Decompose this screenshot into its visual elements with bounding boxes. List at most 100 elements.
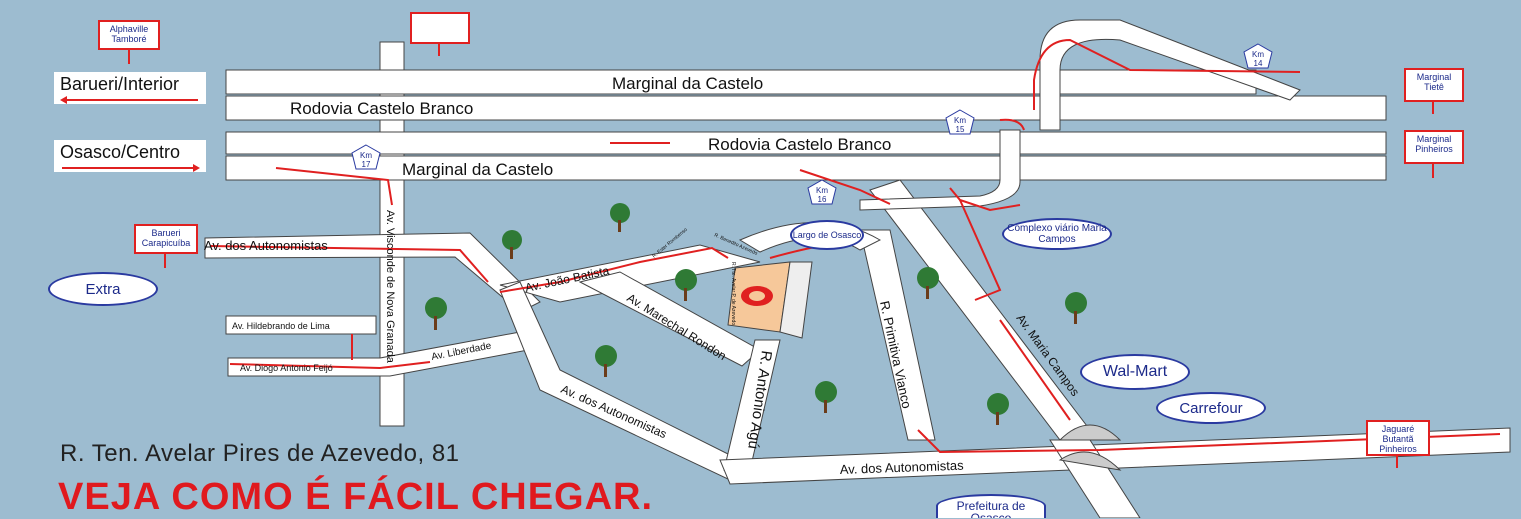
label-rodovia-top: Rodovia Castelo Branco (290, 99, 473, 118)
svg-text:Km: Km (360, 151, 372, 160)
sign-post (1432, 164, 1434, 178)
svg-text:17: 17 (362, 160, 371, 169)
sign-jaguare: Jaguaré Butantã Pinheiros (1366, 420, 1430, 456)
route-a (275, 167, 393, 206)
label-av-visconde: Av. Visconde de Nova Granada (384, 210, 396, 364)
place-complexo: Complexo viário Maria Campos (1002, 218, 1112, 250)
km-marker-16: Km 16 (807, 179, 837, 205)
sign-alphaville: Alphaville Tamboré (98, 20, 160, 50)
road-ramp-top-right (1039, 19, 1301, 131)
label-av-hildebrando: Av. Hildebrando de Lima (232, 321, 330, 331)
road-av-autonomistas-diag (499, 281, 741, 481)
svg-text:14: 14 (1254, 59, 1263, 68)
place-walmart-text: Wal-Mart (1102, 363, 1168, 380)
address-text: R. Ten. Avelar Pires de Azevedo, 81 (60, 440, 460, 467)
road-av-joao-batista (499, 244, 761, 303)
svg-text:Km: Km (816, 186, 828, 195)
sign-alphaville-text: Alphaville Tamboré (109, 24, 149, 44)
tree-icon (610, 203, 630, 232)
km-marker-17: Km 17 (351, 144, 381, 170)
label-av-autonomistas-diag: Av. dos Autonomistas (559, 382, 669, 441)
dest-osasco-text: Osasco/Centro (60, 142, 181, 162)
route-f (949, 187, 1021, 212)
sign-marginal-tiete-text: Marginal Tietê (1416, 72, 1452, 92)
dotted-lot (779, 261, 813, 339)
bridge-arch-bottom (1058, 451, 1122, 471)
tree-icon (917, 267, 939, 299)
label-marginal-bottom: Marginal da Castelo (402, 160, 553, 179)
sign-post (1432, 102, 1434, 114)
place-walmart: Wal-Mart (1080, 354, 1190, 390)
svg-text:Km: Km (1252, 50, 1264, 59)
road-rodovia-top (225, 95, 1387, 121)
place-prefeitura: Prefeitura de Osasco (936, 494, 1046, 518)
place-largo-osasco: Largo de Osasco (790, 220, 864, 250)
place-extra: Extra (48, 272, 158, 306)
road-marginal-bottom (225, 155, 1387, 181)
arrow-right-icon (62, 164, 200, 172)
route-k (1033, 38, 1301, 110)
route-h (959, 199, 1002, 301)
road-rodovia-mid (225, 131, 1387, 155)
sign-post (1396, 456, 1398, 468)
route-i (999, 319, 1071, 421)
headline-text: VEJA COMO É FÁCIL CHEGAR. (58, 476, 654, 518)
road-marginal-top (225, 69, 1257, 95)
route-j (917, 429, 1501, 454)
route-c (229, 361, 431, 370)
bridge (1058, 424, 1122, 471)
tree-icon (425, 297, 447, 330)
road-av-hildebrando (225, 315, 377, 335)
sign-marginal-tiete: Marginal Tietê (1404, 68, 1464, 102)
tree-icon (675, 269, 697, 301)
tree-icon (595, 345, 617, 377)
sign-barueri-text: Barueri Carapicuíba (141, 228, 191, 248)
dest-barueri-text: Barueri/Interior (60, 74, 180, 94)
tree-icon (987, 393, 1009, 425)
roads (204, 19, 1511, 518)
svg-text:15: 15 (956, 125, 965, 134)
arrow-left-icon (60, 96, 198, 104)
sign-post (164, 254, 166, 268)
place-extra-text: Extra (85, 280, 121, 298)
tree-icon (815, 381, 837, 413)
tree-icon (1065, 292, 1087, 324)
km-marker-14: Km 14 (1243, 43, 1273, 69)
label-r-ten-avelar: R. Tte. Avelar P. de Azevedo (730, 262, 736, 325)
trees (425, 203, 1087, 425)
destination-block (727, 261, 813, 339)
sign-barueri-carapicuiba: Barueri Carapicuíba (134, 224, 198, 254)
sign-jaguare-text: Jaguaré Butantã Pinheiros (1379, 424, 1417, 454)
place-carrefour: Carrefour (1156, 392, 1266, 424)
label-av-autonomistas-left: Av. dos Autonomistas (204, 238, 328, 253)
place-complexo-text: Complexo viário Maria Campos (1007, 223, 1107, 245)
route-b (209, 245, 489, 283)
km-markers: Km 14 Km 15 Km 17 Km 16 (351, 43, 1273, 205)
label-av-autonomistas-bottom: Av. dos Autonomistas (840, 458, 965, 477)
destination-logo-inner (749, 291, 765, 301)
route-e (799, 169, 891, 205)
dest-osasco-centro: Osasco/Centro (54, 140, 206, 172)
sign-post (128, 50, 130, 64)
km-marker-15: Km 15 (945, 109, 975, 135)
route-lines (209, 38, 1501, 454)
road-r-primitiva (859, 229, 936, 441)
svg-text:16: 16 (818, 195, 827, 204)
bridge-arch-top (1058, 424, 1122, 441)
place-largo-text: Largo de Osasco (792, 230, 862, 240)
sign-marginal-pinheiros-text: Marginal Pinheiros (1415, 134, 1453, 154)
label-marginal-top: Marginal da Castelo (612, 74, 763, 93)
dest-barueri-interior: Barueri/Interior (54, 72, 206, 104)
route-l (999, 118, 1025, 131)
place-prefeitura-text: Prefeitura de Osasco (956, 499, 1026, 518)
svg-text:Km: Km (954, 116, 966, 125)
sign-post (438, 44, 440, 56)
label-rodovia-mid: Rodovia Castelo Branco (708, 135, 891, 154)
label-av-diogo: Av. Diogo Antonio Feijó (240, 363, 333, 373)
road-loop-center (859, 129, 1021, 211)
place-carrefour-text: Carrefour (1179, 399, 1243, 417)
sign-marginal-pinheiros: Marginal Pinheiros (1404, 130, 1464, 164)
route-d (499, 246, 729, 293)
sign-blank-top (410, 12, 470, 44)
